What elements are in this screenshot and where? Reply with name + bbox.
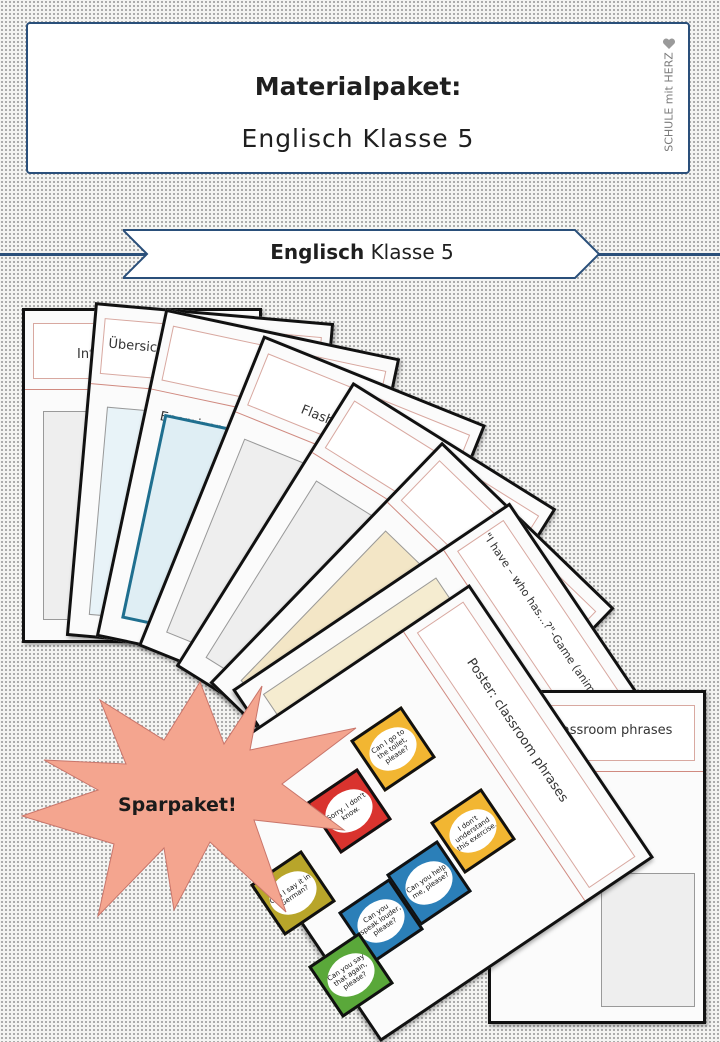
ribbon-label-bold: Englisch xyxy=(270,240,365,264)
sparpaket-label: Sparpaket! xyxy=(118,794,237,816)
ribbon-label-normal: Klasse 5 xyxy=(370,240,454,264)
subject-ribbon: Englisch Klasse 5 xyxy=(123,228,601,280)
title-box: Materialpaket: Englisch Klasse 5 SCHULE … xyxy=(26,22,690,174)
phrase-card-text: Can you say that again, please? xyxy=(319,944,383,1006)
worksheet-divider xyxy=(491,771,703,772)
phrase-card-text: I don't understand this exercise. xyxy=(441,800,505,862)
title-line2: Englisch Klasse 5 xyxy=(241,124,475,153)
worksheet-title: classroom phrases xyxy=(551,723,673,738)
ribbon-shape xyxy=(123,229,601,279)
sparpaket-burst xyxy=(20,680,357,918)
phrase-card-text: Can I go to the toilet, please? xyxy=(361,718,425,780)
title-line1: Materialpaket: xyxy=(254,72,462,101)
ribbon-label: Englisch Klasse 5 xyxy=(123,240,601,264)
heart-icon xyxy=(662,38,676,49)
worksheet-content xyxy=(601,873,695,1007)
